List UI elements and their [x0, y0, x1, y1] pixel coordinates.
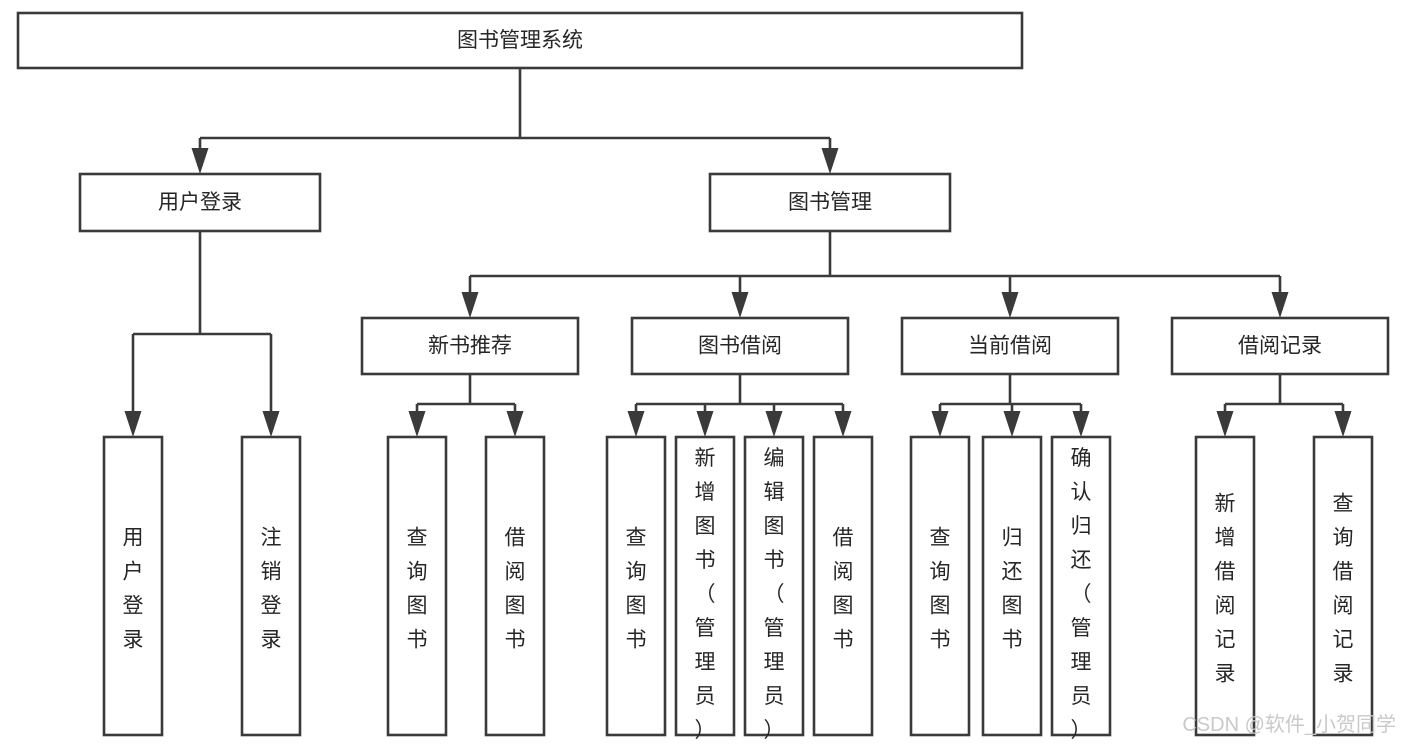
arrow-head-icon [731, 292, 749, 318]
node-box[interactable] [674, 435, 736, 737]
node-label: 查询图书 [407, 527, 428, 652]
node-book-management[interactable]: 图书管理 [708, 172, 952, 233]
node-box[interactable] [812, 435, 874, 737]
arrow-head-icon [1271, 292, 1289, 318]
node-label: 图书管理 [788, 191, 872, 214]
node-box[interactable] [909, 435, 971, 737]
node-label: 新增图书（管理员） [695, 447, 716, 742]
node-leaf-query-borrow-record[interactable]: 查询借阅记录 [1312, 435, 1374, 737]
node-leaf-return-book[interactable]: 归还图书 [981, 435, 1043, 737]
node-box[interactable] [1194, 435, 1256, 737]
node-label: 借阅图书 [505, 527, 526, 652]
arrow-head-icon [408, 411, 426, 437]
node-leaf-query-book-borrow[interactable]: 查询图书 [605, 435, 667, 737]
connector-borrow-records-bus [1216, 374, 1352, 437]
arrow-head-icon [696, 411, 714, 437]
node-box[interactable] [900, 316, 1120, 376]
node-label: 用户登录 [158, 191, 242, 214]
node-leaf-confirm-return-admin[interactable]: 确认归还（管理员） [1050, 435, 1112, 742]
node-box[interactable] [16, 11, 1024, 70]
node-user-login[interactable]: 用户登录 [78, 172, 322, 233]
arrow-head-icon [191, 148, 209, 174]
node-leaf-query-book-current[interactable]: 查询图书 [909, 435, 971, 737]
arrow-head-icon [1072, 411, 1090, 437]
arrow-head-icon [765, 411, 783, 437]
node-root[interactable]: 图书管理系统 [16, 11, 1024, 70]
node-box[interactable] [484, 435, 546, 737]
arrow-head-icon [1001, 292, 1019, 318]
node-label: 查询借阅记录 [1333, 493, 1354, 686]
node-box[interactable] [78, 172, 322, 233]
nodes-layer: 图书管理系统用户登录图书管理新书推荐图书借阅当前借阅借阅记录用户登录注销登录查询… [16, 11, 1390, 742]
connector-book-borrow-bus [627, 374, 852, 437]
node-borrow-records[interactable]: 借阅记录 [1170, 316, 1390, 376]
arrow-head-icon [834, 411, 852, 437]
node-label: 确认归还（管理员） [1071, 447, 1092, 742]
node-leaf-borrow-book[interactable]: 借阅图书 [812, 435, 874, 737]
node-new-book-recommend[interactable]: 新书推荐 [360, 316, 580, 376]
connector-root-bus [191, 68, 839, 174]
arrow-head-icon [931, 411, 949, 437]
node-box[interactable] [1050, 435, 1112, 737]
node-label: 查询图书 [626, 527, 647, 652]
node-leaf-user-login[interactable]: 用户登录 [102, 435, 164, 737]
arrow-head-icon [1216, 411, 1234, 437]
node-box[interactable] [1170, 316, 1390, 376]
arrow-head-icon [627, 411, 645, 437]
connectors-layer [124, 68, 1352, 437]
watermark-layer: CSDN @软件_小贺同学 [1182, 713, 1396, 736]
node-current-borrow[interactable]: 当前借阅 [900, 316, 1120, 376]
node-label: 借阅记录 [1238, 335, 1322, 358]
watermark: CSDN @软件_小贺同学 [1182, 713, 1396, 736]
node-box[interactable] [605, 435, 667, 737]
node-label: 新增借阅记录 [1215, 493, 1236, 686]
node-leaf-logout-login[interactable]: 注销登录 [240, 435, 302, 737]
arrow-head-icon [506, 411, 524, 437]
node-label: 借阅图书 [833, 527, 854, 652]
node-box[interactable] [981, 435, 1043, 737]
node-box[interactable] [240, 435, 302, 737]
node-box[interactable] [1312, 435, 1374, 737]
node-leaf-borrow-book-recommend[interactable]: 借阅图书 [484, 435, 546, 737]
node-label: 查询图书 [930, 527, 951, 652]
node-book-borrow[interactable]: 图书借阅 [630, 316, 850, 376]
node-label: 新书推荐 [428, 335, 512, 358]
node-box[interactable] [386, 435, 448, 737]
node-label: 归还图书 [1002, 527, 1023, 652]
node-label: 注销登录 [261, 527, 282, 652]
node-box[interactable] [743, 435, 805, 737]
node-box[interactable] [102, 435, 164, 737]
arrow-head-icon [1003, 411, 1021, 437]
node-label: 用户登录 [123, 527, 144, 652]
node-label: 图书借阅 [698, 335, 782, 358]
arrow-head-icon [1334, 411, 1352, 437]
connector-book-management-bus [461, 231, 1289, 318]
arrow-head-icon [124, 411, 142, 437]
node-label: 当前借阅 [968, 335, 1052, 358]
arrow-head-icon [461, 292, 479, 318]
arrow-head-icon [821, 148, 839, 174]
connector-new-book-recommend-bus [408, 374, 524, 437]
node-label: 图书管理系统 [457, 29, 583, 52]
connector-current-borrow-bus [931, 374, 1090, 437]
node-box[interactable] [360, 316, 580, 376]
node-leaf-edit-book-admin[interactable]: 编辑图书（管理员） [743, 435, 805, 742]
arrow-head-icon [262, 411, 280, 437]
node-leaf-add-book-admin[interactable]: 新增图书（管理员） [674, 435, 736, 742]
node-leaf-add-borrow-record[interactable]: 新增借阅记录 [1194, 435, 1256, 737]
node-box[interactable] [708, 172, 952, 233]
node-leaf-query-book-recommend[interactable]: 查询图书 [386, 435, 448, 737]
node-label: 编辑图书（管理员） [764, 447, 785, 742]
node-box[interactable] [630, 316, 850, 376]
connector-user-login-bus [124, 231, 280, 437]
